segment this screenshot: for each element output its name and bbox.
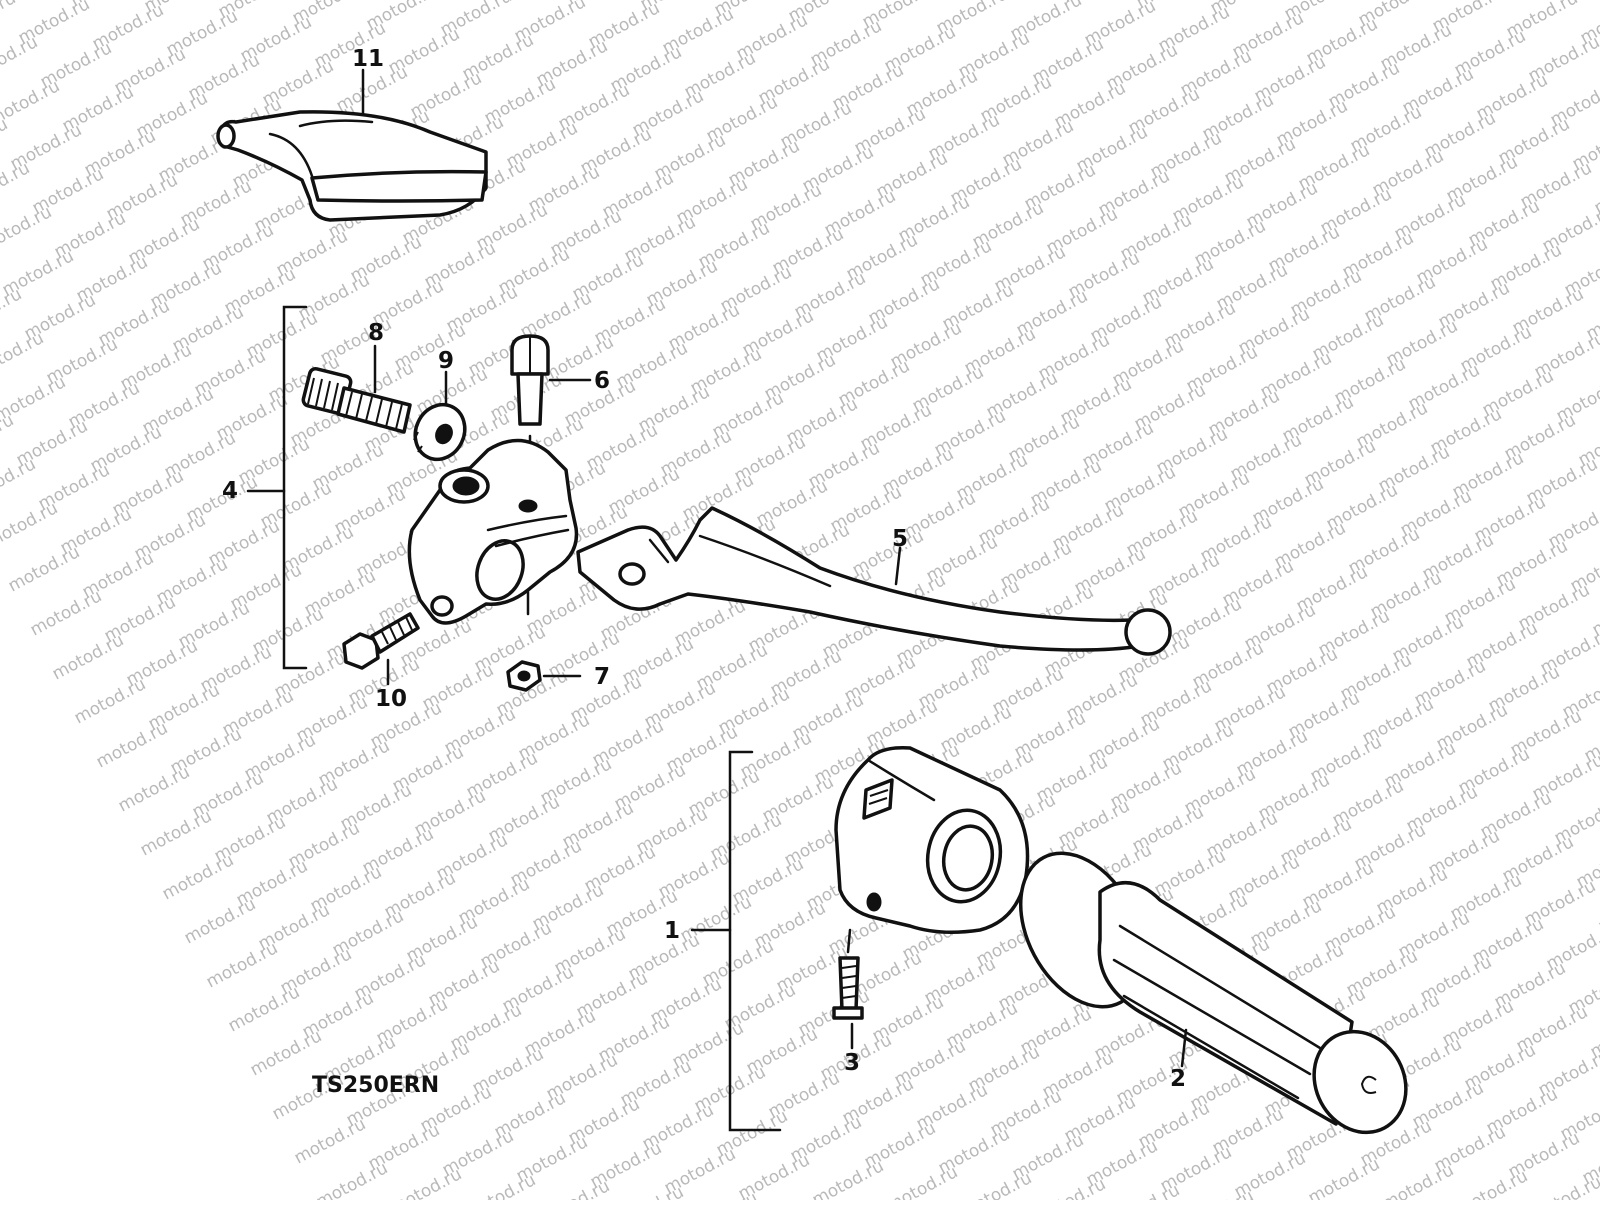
callout-6: 6	[594, 368, 610, 394]
watermark-text: motod.ru	[225, 982, 303, 1036]
watermark-text: motod.ru	[5, 542, 83, 596]
watermark-text: motod.ru	[181, 894, 259, 948]
watermark-text: motod.ru	[957, 1168, 1035, 1200]
callout-2: 2	[1170, 1066, 1186, 1092]
watermark-text: motod.ru	[1179, 1186, 1257, 1200]
watermark-text: motod.ru	[93, 718, 171, 772]
watermark-text: motod.ru	[609, 1182, 687, 1200]
watermark-text: motod.ru	[0, 202, 55, 256]
screw-icon	[834, 958, 862, 1018]
watermark-text: motod.ru	[71, 674, 149, 728]
watermark-text: motod.ru	[1527, 1172, 1600, 1200]
model-code: TS250ERN	[312, 1073, 439, 1098]
callout-9: 9	[438, 348, 454, 374]
watermark-text: motod.ru	[1031, 1174, 1109, 1200]
watermark-text: motod.ru	[313, 1158, 391, 1200]
watermark-text: motod.ru	[883, 1162, 961, 1200]
callout-1: 1	[664, 918, 680, 944]
watermark-text: motod.ru	[1453, 1166, 1531, 1200]
watermark-text: motod.ru	[0, 76, 63, 130]
callout-5: 5	[892, 526, 908, 552]
watermark-text: motod.ru	[0, 454, 39, 508]
callout-4: 4	[222, 478, 238, 504]
watermark-text: motod.ru	[0, 328, 47, 382]
watermark-text: motod.ru	[387, 1164, 465, 1200]
callout-8: 8	[368, 320, 384, 346]
watermark-text: motod.ru	[1379, 1160, 1457, 1200]
callout-7: 7	[594, 664, 610, 690]
watermark-text: motod.ru	[27, 586, 105, 640]
watermark-text: motod.ru	[535, 1176, 613, 1200]
watermark-text: motod.ru	[1105, 1180, 1183, 1200]
watermark-text: motod.ru	[0, 498, 61, 552]
watermark-text: motod.ru	[137, 806, 215, 860]
watermark-text: motod.ru	[49, 630, 127, 684]
watermark-text: motod.ru	[461, 1170, 539, 1200]
callout-11: 11	[352, 46, 384, 72]
watermark-text: motod.ru	[115, 762, 193, 816]
watermark-text: motod.ru	[159, 850, 237, 904]
watermark-text: motod.ru	[0, 0, 19, 42]
watermark-text: motod.ru	[0, 32, 41, 86]
callout-10: 10	[375, 686, 407, 712]
watermark-text: motod.ru	[203, 938, 281, 992]
watermark-text: motod.ru	[291, 1114, 369, 1168]
callout-3: 3	[844, 1050, 860, 1076]
watermark-text: motod.ru	[1305, 1154, 1383, 1200]
watermark-text: motod.ru	[683, 1188, 761, 1200]
watermark-text: motod.ru	[809, 1156, 887, 1200]
